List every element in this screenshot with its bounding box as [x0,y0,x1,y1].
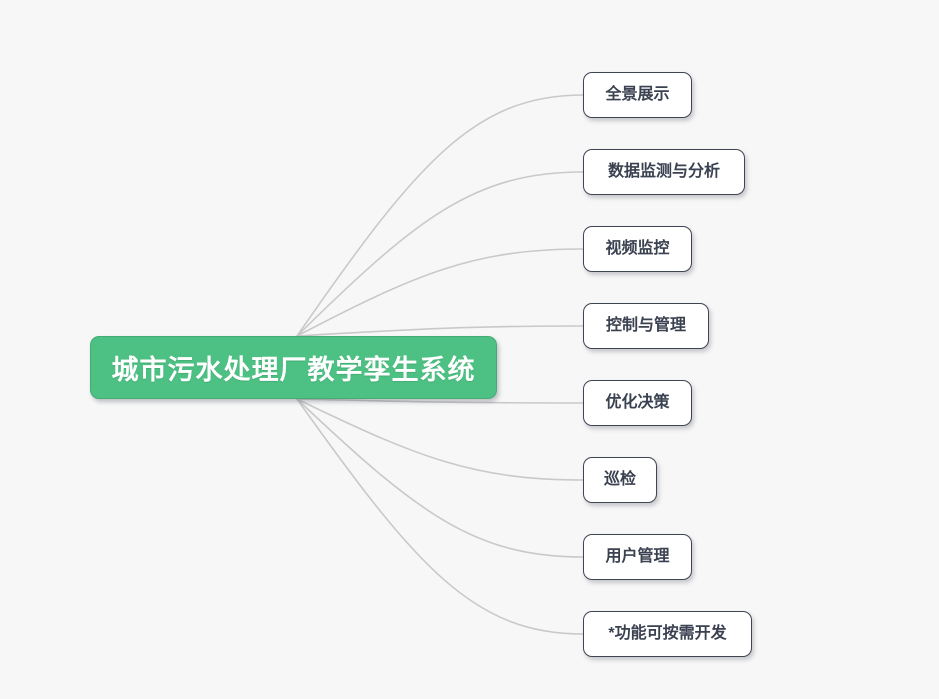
child-node[interactable]: 优化决策 [583,380,692,426]
child-node-label: 用户管理 [605,548,670,565]
connector-line [296,171,584,337]
root-node-label: 城市污水处理厂教学孪生系统 [111,355,476,385]
child-node-label: *功能可按需开发 [608,625,727,642]
child-node[interactable]: 巡检 [583,457,657,503]
child-node-label: 数据监测与分析 [607,163,720,180]
child-node[interactable]: 控制与管理 [583,303,709,349]
connector-line [296,398,584,404]
connector-line [296,398,584,558]
child-node[interactable]: 用户管理 [583,534,692,580]
child-node-label: 视频监控 [605,240,670,257]
child-node[interactable]: 视频监控 [583,226,692,272]
child-node[interactable]: *功能可按需开发 [583,611,752,657]
root-node[interactable]: 城市污水处理厂教学孪生系统 [90,336,497,399]
connector-line [296,325,584,337]
connector-line [296,248,584,337]
connector-line [296,398,584,635]
child-node[interactable]: 数据监测与分析 [583,149,745,195]
child-node-label: 控制与管理 [605,317,686,334]
connector-line [296,94,584,337]
connector-line [296,398,584,481]
child-node[interactable]: 全景展示 [583,72,692,118]
child-node-label: 全景展示 [605,86,670,103]
child-node-label: 巡检 [603,471,636,488]
child-node-label: 优化决策 [605,394,670,411]
